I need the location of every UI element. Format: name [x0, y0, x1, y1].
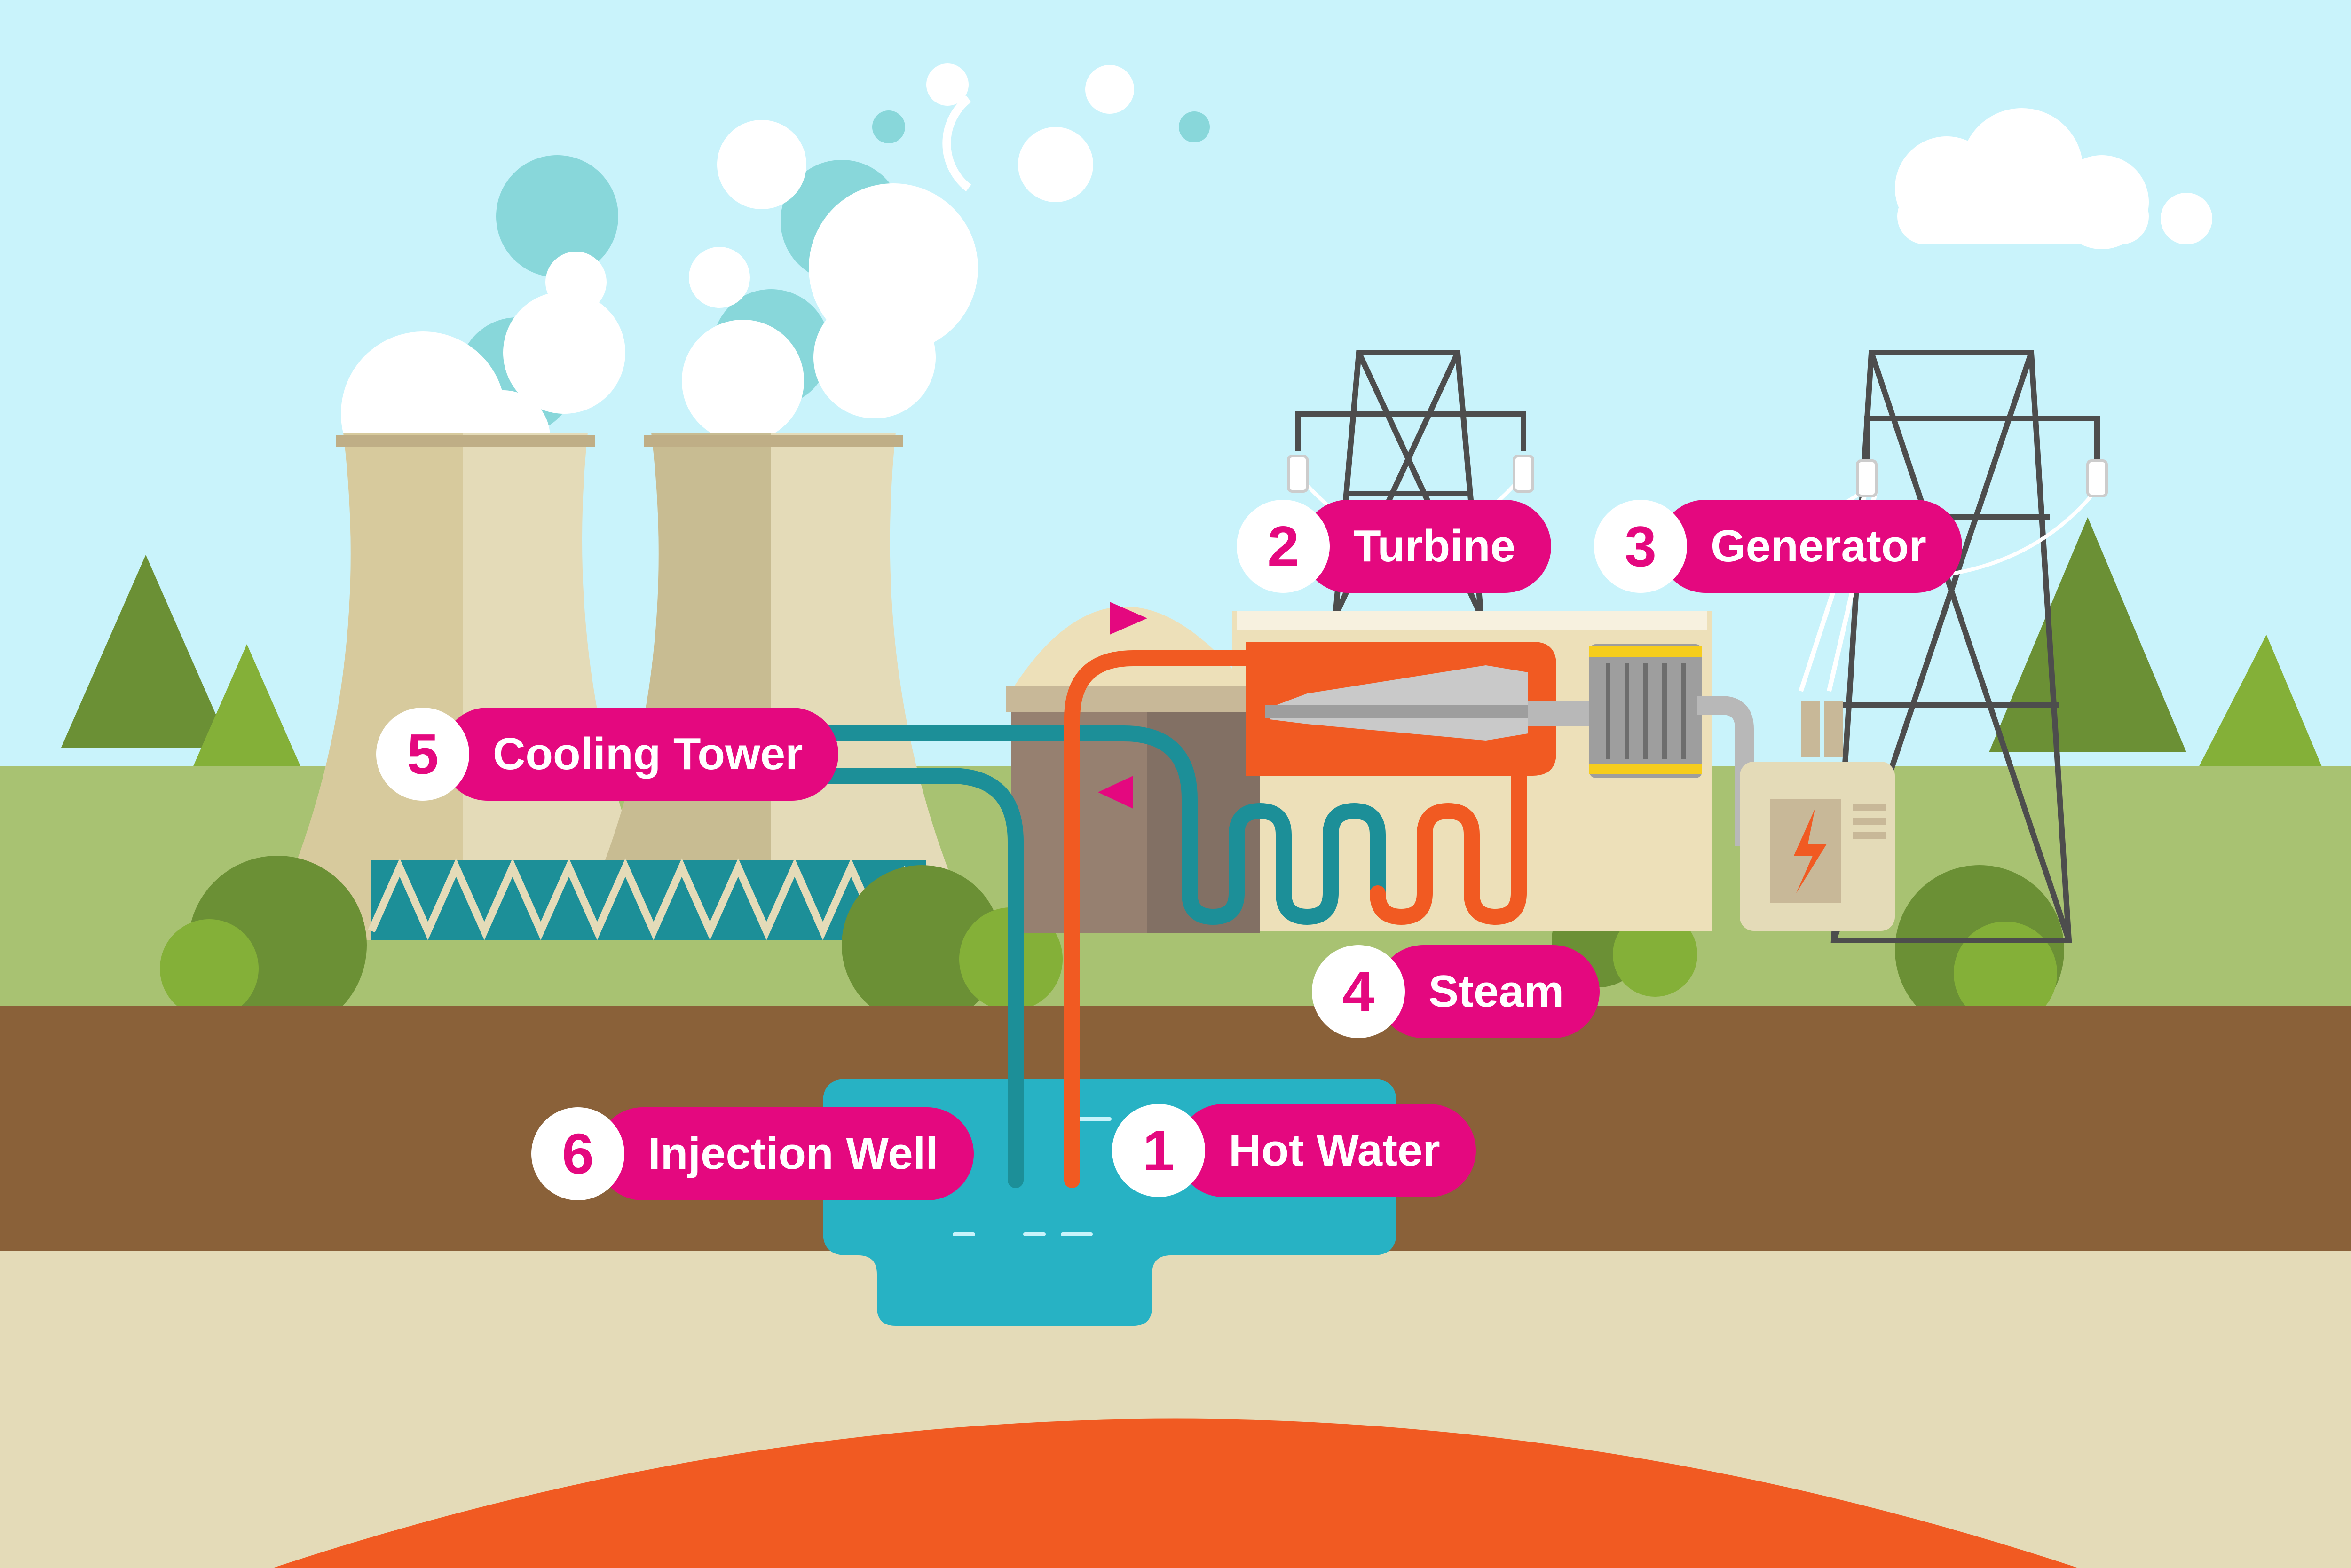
- label-injection-well: 6 Injection Well: [531, 1107, 974, 1200]
- label-text: Generator: [1659, 500, 1962, 593]
- label-text: Steam: [1377, 945, 1600, 1038]
- label-turbine: 2 Turbine: [1237, 500, 1551, 593]
- label-text: Hot Water: [1177, 1104, 1476, 1197]
- label-number: 6: [531, 1107, 624, 1200]
- label-number: 1: [1112, 1104, 1205, 1197]
- magma: [273, 1418, 2078, 1568]
- label-hot-water: 1 Hot Water: [1112, 1104, 1476, 1197]
- injection-pipe: [820, 768, 1024, 1188]
- generator-icon: [1589, 644, 1754, 846]
- cooling-tower-icon: [263, 433, 978, 940]
- bush-icon: [160, 856, 2064, 1034]
- label-generator: 3 Generator: [1594, 500, 1962, 593]
- label-steam: 4 Steam: [1312, 945, 1600, 1038]
- steam-coil: [1370, 758, 1527, 925]
- turbine-icon: [1246, 642, 1594, 776]
- label-text: Cooling Tower: [441, 708, 839, 801]
- label-number: 2: [1237, 500, 1330, 593]
- transformer-icon: [1740, 701, 1895, 931]
- steam-cloud-icon: [341, 63, 1210, 496]
- lightning-bolt-icon: [1794, 809, 1827, 893]
- flow-arrow-icon: [1110, 602, 1147, 635]
- label-cooling-tower: 5 Cooling Tower: [376, 708, 839, 801]
- label-text: Injection Well: [596, 1107, 974, 1200]
- production-pipe: [1064, 650, 1259, 1188]
- label-text: Turbine: [1302, 500, 1551, 593]
- label-number: 4: [1312, 945, 1405, 1038]
- flow-arrow-icon: [1098, 776, 1133, 809]
- sky-cloud: [1895, 108, 2212, 249]
- insulator: [1287, 455, 2108, 497]
- label-number: 5: [376, 708, 469, 801]
- label-number: 3: [1594, 500, 1687, 593]
